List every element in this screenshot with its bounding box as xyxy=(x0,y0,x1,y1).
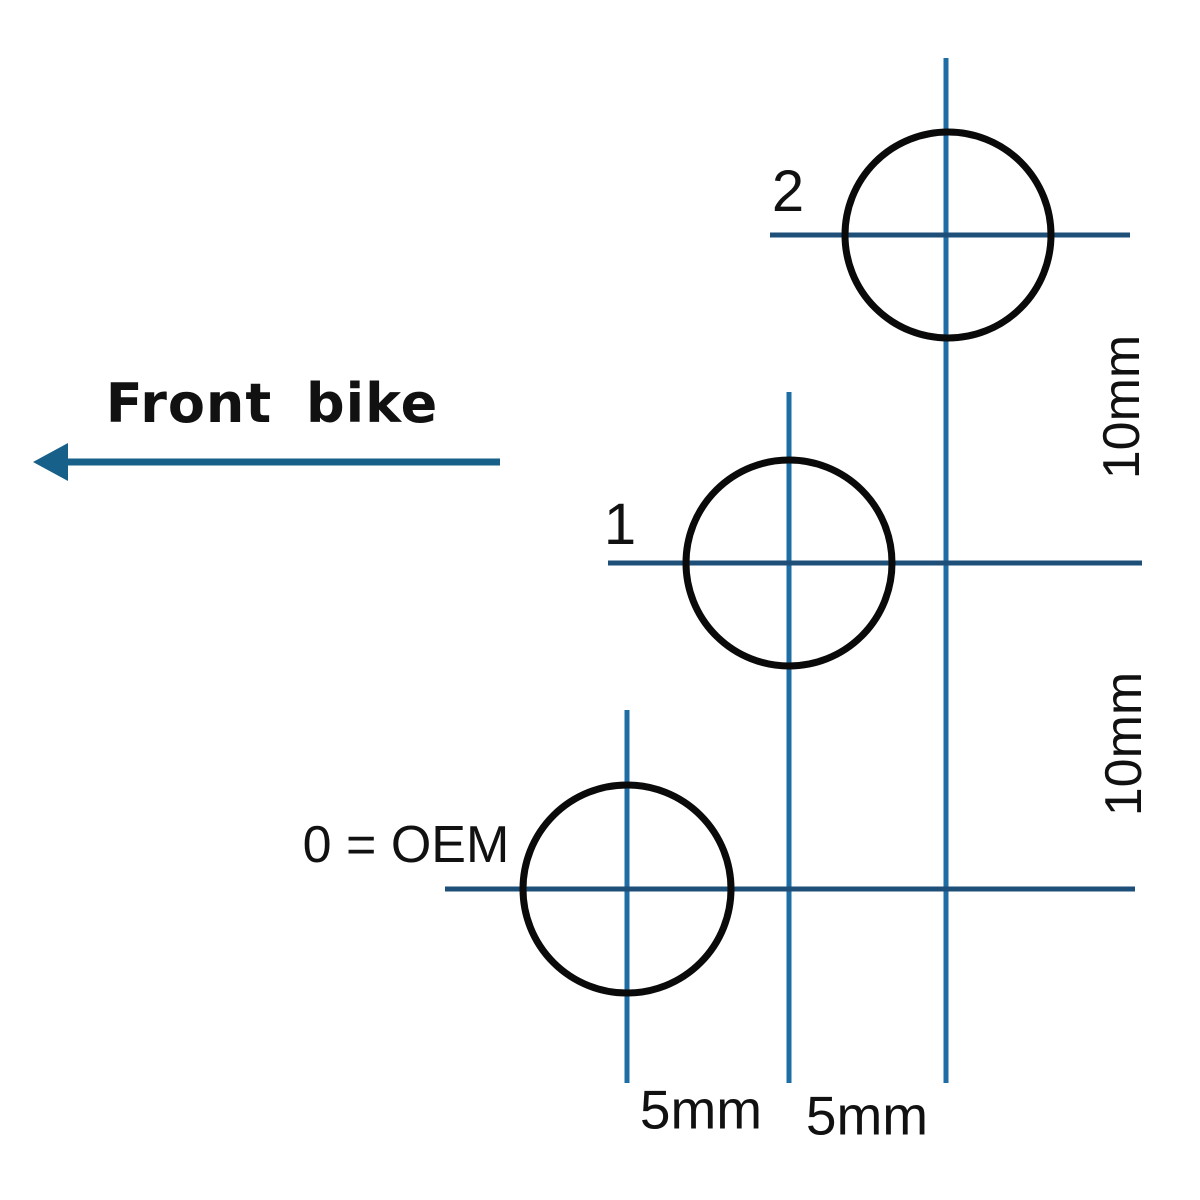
position-0-oem-label: 0 = OEM xyxy=(302,816,510,874)
offset-5mm-first-label: 5mm xyxy=(639,1078,763,1141)
offset-10mm-upper-label: 10mm xyxy=(1093,334,1151,480)
position-2-label: 2 xyxy=(771,159,805,224)
offset-5mm-second-label: 5mm xyxy=(805,1084,929,1147)
offset-10mm-lower-label: 10mm xyxy=(1095,671,1153,817)
position-1-label: 1 xyxy=(603,492,637,557)
front-bike-label: Front bike xyxy=(105,372,439,435)
position-0-circle xyxy=(519,781,735,997)
position-2-circle xyxy=(841,128,1055,342)
left-arrow-icon xyxy=(33,443,68,481)
position-1-circle xyxy=(682,456,896,670)
